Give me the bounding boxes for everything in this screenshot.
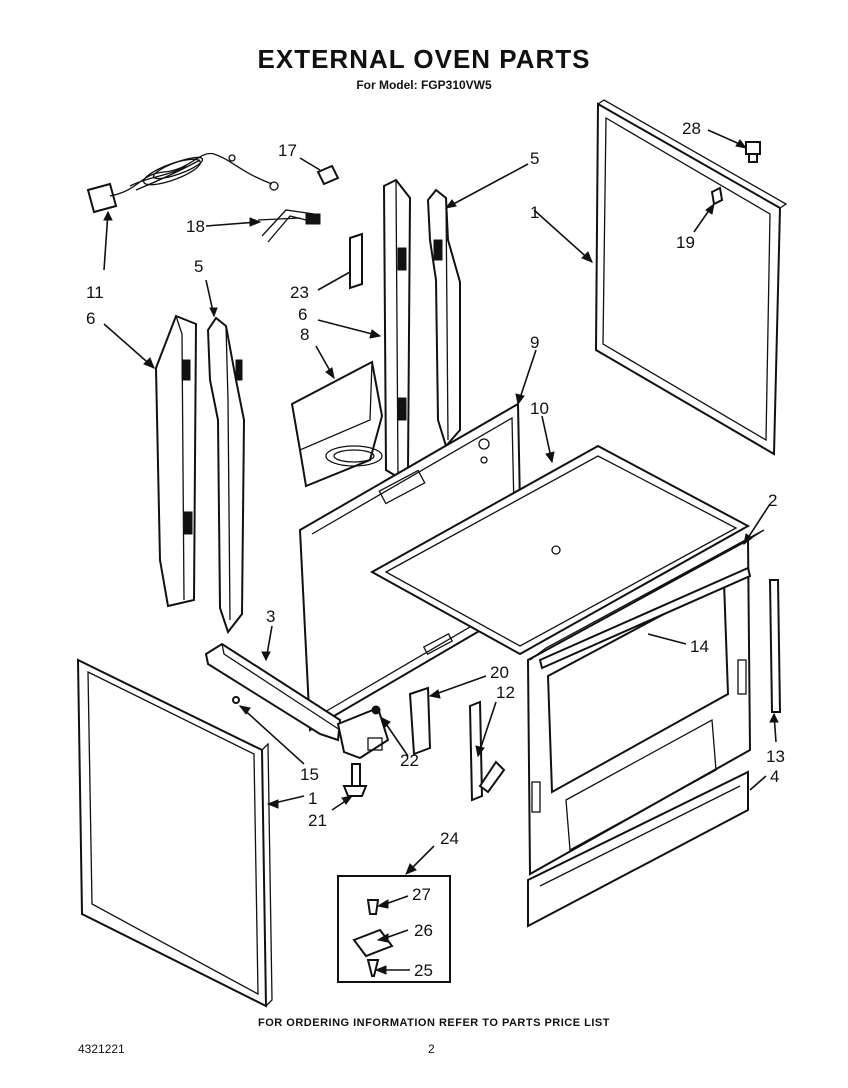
callout-11: 11: [86, 283, 104, 302]
callout-25: 25: [414, 961, 433, 980]
side-panel-right: [594, 99, 788, 456]
callout-28: 28: [682, 119, 701, 138]
rail-left-front: [206, 316, 246, 635]
callout-20: 20: [490, 663, 509, 682]
callout-17: 17: [278, 141, 297, 160]
callout-9: 9: [530, 333, 539, 352]
lower-rail: [204, 642, 342, 742]
callout-26: 26: [414, 921, 433, 940]
callout-13: 13: [766, 747, 785, 766]
rail-center-rear: [382, 178, 412, 478]
rail-left-rear: [154, 314, 198, 608]
page-number: 2: [428, 1042, 435, 1056]
callout-19: 19: [676, 233, 695, 252]
callout-24: 24: [440, 829, 459, 848]
wire-harness: [257, 209, 321, 243]
callout-6-left: 6: [86, 309, 95, 328]
oven-top: [369, 444, 751, 656]
hinge: [468, 700, 506, 802]
callout-22: 22: [400, 751, 419, 770]
callout-5-center: 5: [530, 149, 539, 168]
callout-4: 4: [770, 767, 779, 786]
callout-21: 21: [308, 811, 327, 830]
front-trim-strip: [538, 566, 752, 670]
burner-box: [290, 360, 384, 488]
callout-3: 3: [266, 607, 275, 626]
ordering-info-note: FOR ORDERING INFORMATION REFER TO PARTS …: [258, 1017, 610, 1029]
inset-kit-box: [337, 875, 451, 983]
valve-bracket: [336, 705, 390, 760]
callout-2: 2: [768, 491, 777, 510]
callout-6-center: 6: [298, 305, 307, 324]
bottom-trim: [527, 770, 749, 928]
callout-27: 27: [412, 885, 431, 904]
clip: [316, 164, 340, 186]
bracket-20: [408, 686, 432, 756]
vertical-trim: [768, 579, 782, 713]
leveling-leg: [342, 763, 368, 797]
callout-14: 14: [690, 637, 709, 656]
document-number: 4321221: [78, 1042, 125, 1056]
callout-1-bottom: 1: [308, 789, 317, 808]
callout-5-left: 5: [194, 257, 203, 276]
leader-lines: [103, 129, 779, 975]
rail-center-front: [426, 188, 461, 449]
callout-12: 12: [496, 683, 515, 702]
screw-15: [232, 696, 240, 704]
small-bracket: [349, 232, 363, 290]
diagram-title: EXTERNAL OVEN PARTS: [257, 44, 591, 74]
power-cord: [86, 152, 279, 214]
front-frame: [526, 529, 765, 876]
callout-1-top: 1: [530, 203, 539, 222]
callout-23: 23: [290, 283, 309, 302]
callout-18: 18: [186, 217, 205, 236]
frame-clip: [710, 186, 724, 206]
callout-15: 15: [300, 765, 319, 784]
side-panel-left: [76, 658, 273, 1008]
callout-8: 8: [300, 325, 309, 344]
leveling-screw-top: [745, 141, 761, 163]
model-subtitle: For Model: FGP310VW5: [356, 78, 492, 92]
callout-10: 10: [530, 399, 549, 418]
